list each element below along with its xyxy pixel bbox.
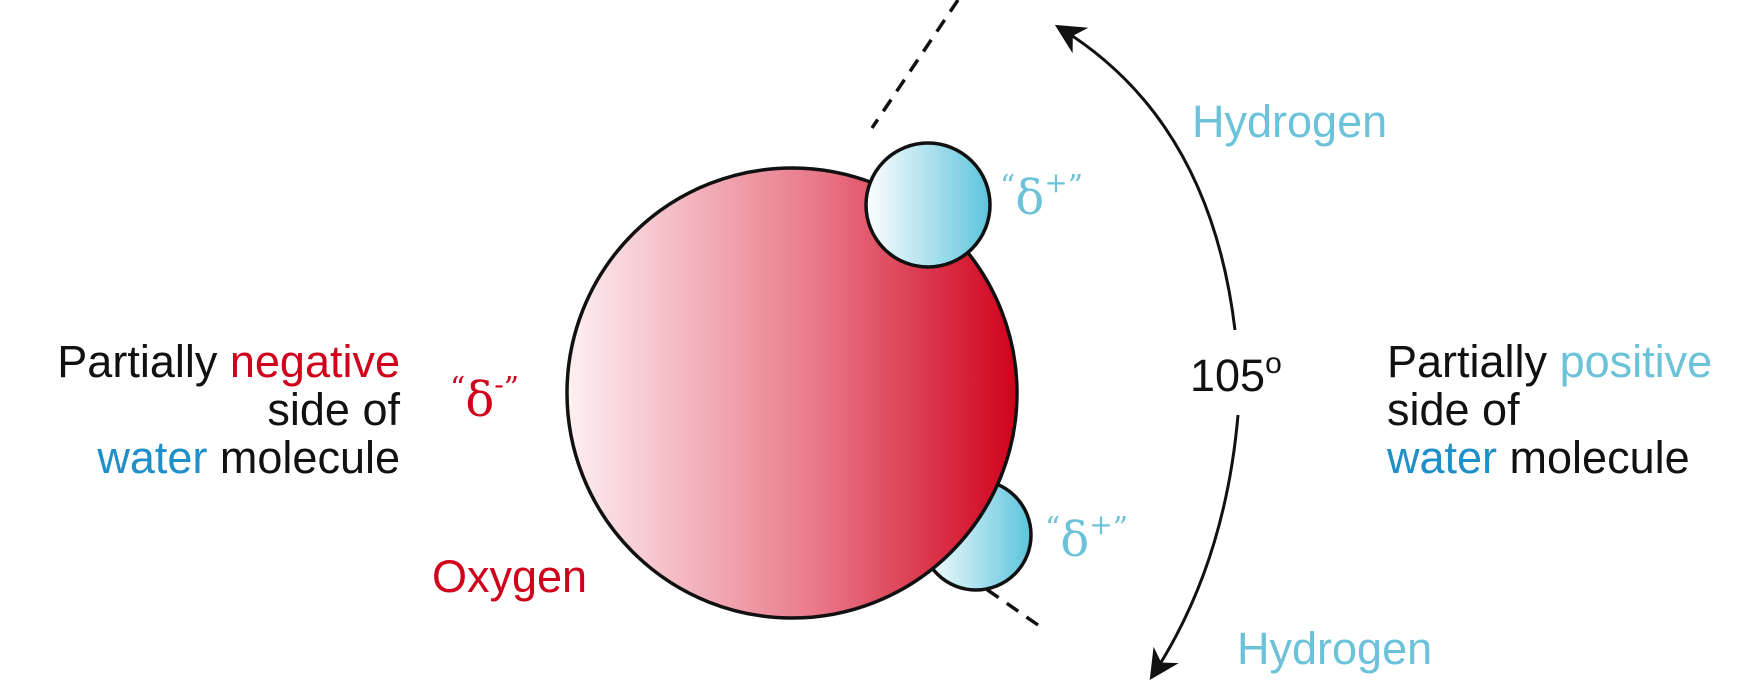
oxygen-charge-close-quote: ” [503, 371, 520, 406]
left-label-side-of: side of [267, 384, 400, 435]
left-label-water: water [97, 432, 208, 483]
bond-angle-arc-upper [1054, 24, 1237, 331]
right-label-side-of: side of [1387, 384, 1520, 435]
left-label-molecule: molecule [207, 432, 400, 483]
left-label-prefix: Partially [57, 336, 230, 387]
hydrogen-bottom-charge-close-quote: ” [1112, 511, 1129, 546]
hydrogen-top-label: Hydrogen [1192, 96, 1388, 147]
hydrogen-bottom-label: Hydrogen [1237, 623, 1433, 674]
right-label-prefix: Partially [1387, 336, 1560, 387]
bond-angle-degree-symbol: o [1265, 347, 1282, 380]
right-label-molecule: molecule [1497, 432, 1690, 483]
top-bond-axis-line [870, 0, 960, 129]
right-label-water: water [1387, 432, 1498, 483]
hydrogen-top-charge-close-quote: ” [1067, 169, 1084, 204]
hydrogen-bottom-charge-open-quote: “ [1045, 511, 1061, 546]
partially-negative-label: Partially negative side of water molecul… [57, 338, 400, 482]
oxygen-charge-delta: δ [465, 372, 495, 428]
hydrogen-atom-top [864, 141, 992, 269]
hydrogen-top-charge-open-quote: “ [1000, 169, 1016, 204]
hydrogen-top-partial-charge: “δ+” [1000, 166, 1084, 226]
oxygen-charge-open-quote: “ [450, 371, 466, 406]
oxygen-label: Oxygen [432, 551, 588, 602]
left-label-negative: negative [229, 336, 400, 387]
partially-positive-label: Partially positive side of water molecul… [1387, 338, 1712, 482]
bond-angle-label: 105o [1190, 347, 1282, 402]
hydrogen-top-charge-delta: δ [1015, 170, 1045, 226]
oxygen-partial-charge: “δ-” [450, 368, 520, 428]
hydrogen-bottom-charge-delta: δ [1060, 512, 1090, 568]
hydrogen-bottom-charge-sign: + [1089, 508, 1113, 541]
oxygen-atom [565, 166, 1019, 620]
bond-angle-arc-lower [1149, 414, 1240, 681]
hydrogen-bottom-partial-charge: “δ+” [1045, 508, 1129, 568]
right-label-positive: positive [1559, 336, 1713, 387]
bond-angle-value: 105 [1190, 350, 1266, 401]
oxygen-charge-sign: - [494, 368, 504, 401]
hydrogen-top-charge-sign: + [1044, 166, 1068, 199]
